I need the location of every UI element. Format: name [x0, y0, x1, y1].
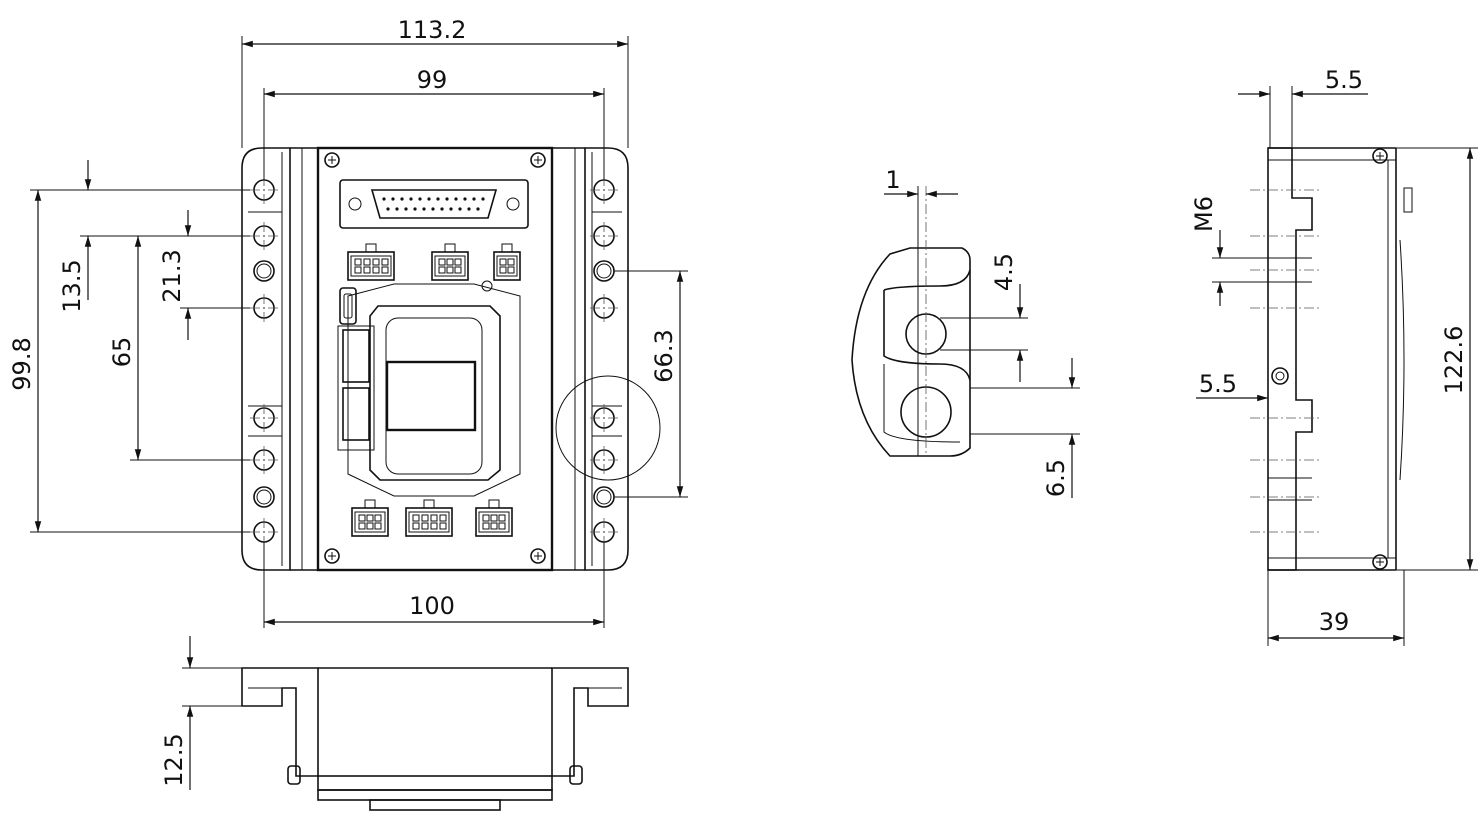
dim-5-5-mid: 5.5: [1199, 370, 1237, 398]
db25-connector: [339, 179, 529, 229]
dim-100: 100: [409, 592, 455, 620]
dim-5-5-top: 5.5: [1325, 66, 1363, 94]
dim-13-5: 13.5: [58, 259, 86, 312]
dim-66-3: 66.3: [650, 329, 678, 382]
right-flange: [584, 147, 629, 571]
dim-39: 39: [1319, 608, 1350, 636]
dim-m6: M6: [1190, 196, 1218, 232]
dim-99-8: 99.8: [8, 337, 36, 390]
front-view: 12.5: [160, 636, 629, 811]
dim-99: 99: [417, 66, 448, 94]
left-flange: [241, 147, 291, 571]
dim-21-3: 21.3: [158, 249, 186, 302]
dim-113-2: 113.2: [398, 16, 467, 44]
dim-4-5: 4.5: [990, 253, 1018, 291]
dim-122-6: 122.6: [1440, 326, 1468, 395]
detail-circle: [555, 375, 661, 481]
dim-65: 65: [108, 337, 136, 368]
chip: [385, 360, 477, 432]
housing: [316, 146, 554, 572]
dim-12-5: 12.5: [160, 733, 188, 786]
dim-1: 1: [885, 166, 900, 194]
top-view: 113.2 99 100 99.8 13.5 21.3 65 66.3: [8, 16, 688, 628]
side-section-view: 5.5 M6 5.5 122.6 39: [1190, 66, 1478, 646]
detail-view: 1 4.5 6.5: [851, 166, 1080, 498]
dim-6-5: 6.5: [1042, 459, 1070, 497]
